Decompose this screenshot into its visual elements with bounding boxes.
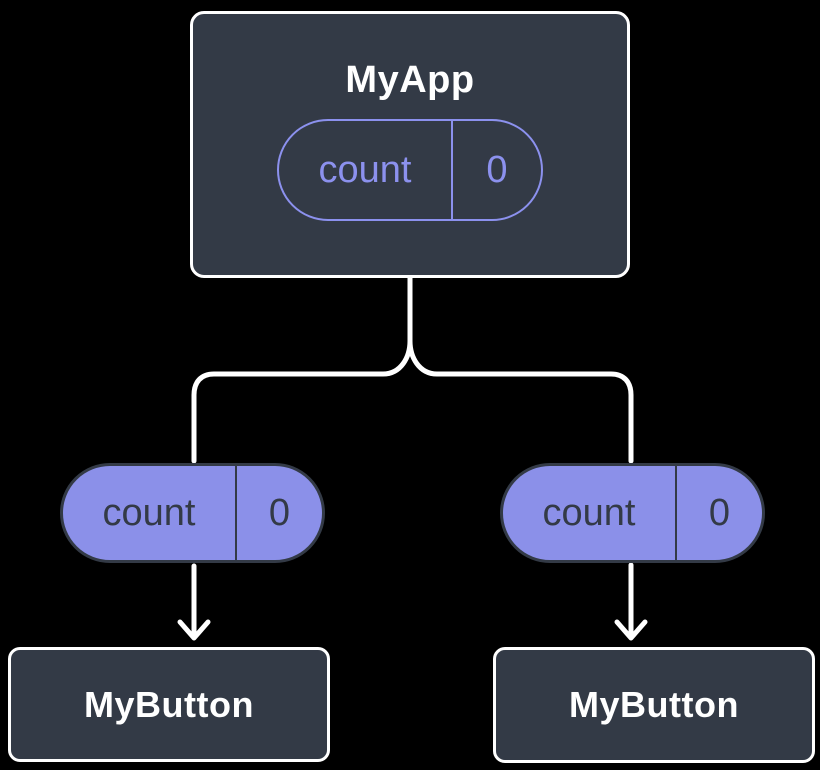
pill-divider [451,121,453,219]
myapp-node: MyApp count 0 [190,11,630,278]
prop-name-label: count [542,491,636,534]
state-value-label: 0 [486,148,508,191]
state-name-label: count [318,148,412,191]
mybutton-node-left: MyButton [8,647,330,762]
myapp-state-pill: count 0 [277,119,543,221]
mybutton-node-right: MyButton [493,647,815,763]
mybutton-title: MyButton [569,684,739,725]
arrow-right [614,562,648,641]
prop-value-label: 0 [708,491,731,534]
myapp-title: MyApp [345,59,475,101]
prop-pill-left: count 0 [60,463,325,563]
pill-divider [235,466,237,560]
pill-divider [675,466,677,560]
prop-pill-right: count 0 [500,463,765,563]
branch-line-left [191,274,413,464]
mybutton-title: MyButton [84,683,254,725]
prop-name-label: count [102,491,196,534]
prop-value-label: 0 [268,491,291,534]
branch-line-right [407,274,634,464]
arrow-left [177,563,211,641]
